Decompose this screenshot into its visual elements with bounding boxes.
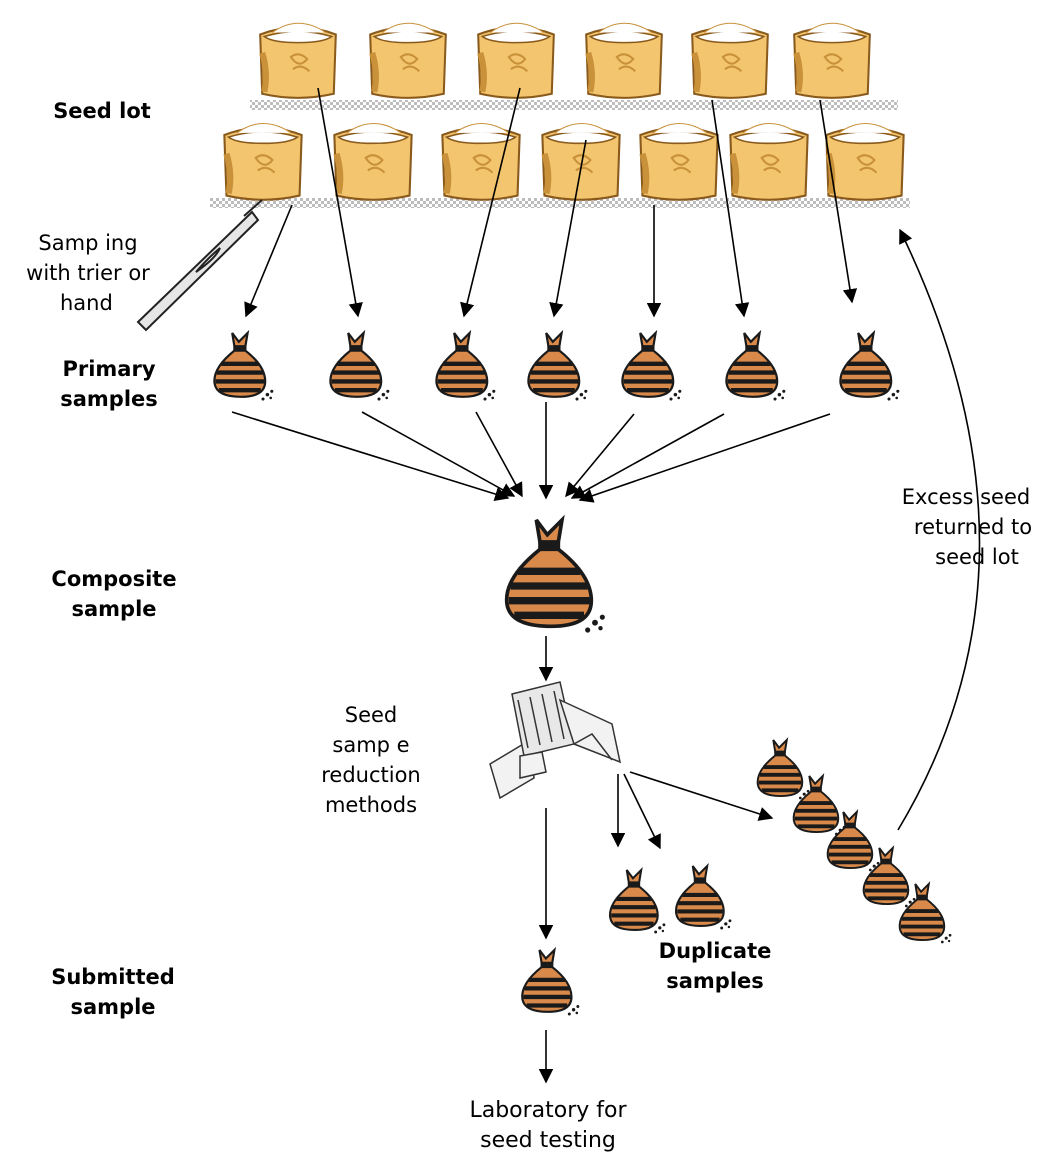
duplicate-samples-label: Duplicate samples xyxy=(640,936,790,996)
sampling-line1: Samp ing xyxy=(38,231,138,255)
reduction-methods-label: Seed samp e reduction methods xyxy=(306,700,436,820)
sample-bag-icon xyxy=(622,333,681,401)
laboratory-label: Laboratory for seed testing xyxy=(410,1096,686,1156)
seed-sack-icon xyxy=(334,123,411,199)
seed-sack-icon xyxy=(260,23,336,98)
excess-line1: Excess seed xyxy=(901,485,1031,509)
submitted-line1: Submitted xyxy=(51,965,175,989)
duplicate-line1: Duplicate xyxy=(658,939,772,963)
sampling-line3: hand xyxy=(60,291,113,315)
divider-icon xyxy=(489,681,622,800)
sample-bag-icon xyxy=(214,333,273,401)
reduction-line1: Seed xyxy=(344,703,398,727)
excess-line2: returned to xyxy=(913,515,1033,539)
divider-output-arrows xyxy=(538,228,981,940)
excess-seed-label: Excess seed returned to seed lot xyxy=(888,482,1044,572)
submitted-sample-label: Submitted sample xyxy=(44,962,182,1022)
sampling-label: Samp ing with trier or hand xyxy=(6,228,170,318)
sample-bag-icon xyxy=(676,866,731,929)
primary-samples-label: Primary samples xyxy=(44,354,174,414)
seed-sack-icon xyxy=(692,23,768,98)
seed-sack-icon xyxy=(542,123,619,199)
reduction-line2: samp e xyxy=(332,733,410,757)
seed-sack-icon xyxy=(640,123,717,199)
sample-bag-icon xyxy=(610,870,665,933)
seed-sack-icon xyxy=(730,123,807,199)
excess-bag-icon xyxy=(758,740,810,799)
seed-sack-icon xyxy=(794,23,870,98)
primary-line1: Primary xyxy=(62,357,156,381)
lab-line1: Laboratory for xyxy=(469,1098,627,1123)
seed-sack-icon xyxy=(224,123,301,199)
lab-line2: seed testing xyxy=(480,1128,616,1153)
seed-sack-icon xyxy=(826,123,903,199)
ground-strip-back xyxy=(250,100,898,110)
sample-bag-icon xyxy=(522,950,579,1015)
sample-bag-icon xyxy=(840,333,899,401)
sample-bag-icon xyxy=(726,333,785,401)
primary-line2: samples xyxy=(60,387,158,411)
sample-bag-icon xyxy=(528,333,587,401)
trier-icon xyxy=(136,199,263,332)
sample-bag-icon xyxy=(436,333,495,401)
sample-to-composite-arrows xyxy=(231,402,831,503)
composite-line1: Composite xyxy=(51,567,177,591)
composite-sample-label: Composite sample xyxy=(44,564,184,624)
seed-lot-label: Seed lot xyxy=(46,96,158,126)
seed-sack-icon xyxy=(586,23,662,98)
composite-bag-icon xyxy=(507,520,605,633)
composite-line2: sample xyxy=(71,597,157,621)
seed-sack-icon xyxy=(478,23,554,98)
sampling-line2: with trier or xyxy=(26,261,150,285)
excess-line3: seed lot xyxy=(935,545,1019,569)
sample-bag-icon xyxy=(330,333,389,401)
reduction-line3: reduction xyxy=(321,763,421,787)
submitted-line2: sample xyxy=(70,995,156,1019)
ground-strip-front xyxy=(210,198,910,208)
duplicate-line2: samples xyxy=(666,969,764,993)
sack-to-sample-arrows xyxy=(244,87,858,318)
reduction-line4: methods xyxy=(324,793,418,817)
seed-lot-text: Seed lot xyxy=(53,99,151,123)
seed-sack-icon xyxy=(370,23,446,98)
